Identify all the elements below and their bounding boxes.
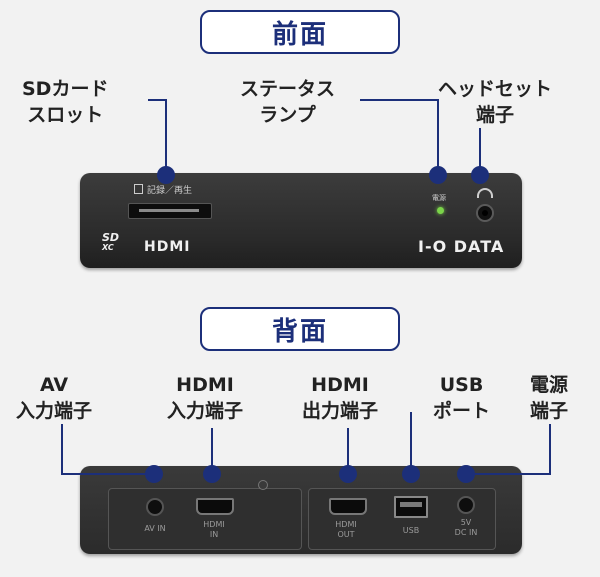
- iodata-logo: I-O DATA: [418, 237, 505, 256]
- front-device-body: 記録／再生 電源 SD XC HDMI I-O DATA: [80, 173, 522, 268]
- callout-dot-hdmi-out: [339, 465, 357, 483]
- hdmi-in-caption: HDMI IN: [203, 520, 225, 539]
- hdmi-logo: HDMI: [144, 239, 191, 255]
- sd-logo: SD XC: [102, 231, 120, 252]
- headset-icon: [477, 188, 493, 198]
- label-power-jack: 電源 端子: [530, 374, 569, 422]
- dc-input-jack: [457, 496, 475, 514]
- callout-line-sd: [148, 99, 167, 175]
- av-in-caption: AV IN: [144, 524, 166, 533]
- sd-card-slot: [128, 203, 212, 219]
- label-sd-card-slot: SDカード スロット: [22, 78, 109, 126]
- label-av-input: AV 入力端子: [16, 374, 93, 422]
- status-lamp-led: [437, 207, 444, 214]
- callout-dot-headset: [471, 166, 489, 184]
- callout-line-status: [360, 99, 439, 175]
- callout-dot-sd: [157, 166, 175, 184]
- slot-caption: 記録／再生: [134, 183, 192, 196]
- screw-icon: [258, 480, 268, 490]
- hdmi-out-caption: HDMI OUT: [335, 520, 357, 539]
- label-hdmi-input: HDMI 入力端子: [167, 374, 244, 422]
- hdmi-output-port: [329, 498, 367, 515]
- label-headset-jack: ヘッドセット 端子: [438, 78, 553, 126]
- dc-in-caption: 5V DC IN: [454, 518, 478, 537]
- label-usb-port: USB ポート: [433, 374, 491, 422]
- callout-dot-usb: [402, 465, 420, 483]
- label-hdmi-output: HDMI 出力端子: [302, 374, 379, 422]
- callout-line-power: [466, 424, 551, 475]
- callout-dot-power: [457, 465, 475, 483]
- label-status-lamp: ステータス ランプ: [240, 78, 336, 126]
- headset-jack: [476, 204, 494, 222]
- sd-card-icon: [134, 184, 143, 194]
- usb-port: [394, 496, 428, 518]
- hdmi-input-port: [196, 498, 234, 515]
- callout-line-av: [61, 424, 154, 475]
- front-section-title: 前面: [200, 10, 400, 54]
- callout-dot-hdmi-in: [203, 465, 221, 483]
- callout-dot-status: [429, 166, 447, 184]
- callout-dot-av: [145, 465, 163, 483]
- back-section-title: 背面: [200, 307, 400, 351]
- usb-caption: USB: [402, 526, 420, 535]
- av-input-jack: [146, 498, 164, 516]
- power-caption: 電源: [432, 194, 446, 202]
- back-device-body: AV IN HDMI IN HDMI OUT USB 5V DC IN: [80, 466, 522, 554]
